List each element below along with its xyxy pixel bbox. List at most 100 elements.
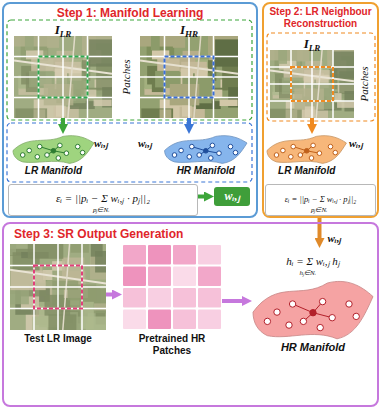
image-subscript: HR [185,29,198,39]
illustration-part: εᵢ = ||pᵢ − Σ wᵢ,ⱼ · pⱼ||₂pⱼ∈Nᵢ [269,188,372,215]
illustration-part [37,144,42,149]
illustration-part [148,310,171,330]
image-symbol: I [180,22,185,37]
illustration-part [291,67,333,101]
illustration-part [317,324,323,330]
illustration-part [123,245,146,265]
weight-label: wᵢ,ⱼ [94,137,108,150]
flow-arrow [187,118,191,126]
weight-label: wᵢ,ⱼ [138,137,152,150]
illustration-part [298,153,303,158]
formula-box: εᵢ = ||pᵢ − Σ wᵢ,ⱼ · pⱼ||₂pⱼ∈Nᵢ [265,184,376,216]
manifold-figure [252,278,374,340]
illustration-part [160,109,172,118]
illustration-part [123,267,146,287]
illustration-part [20,153,25,158]
step-panel: Step 3: SR Output GenerationTest LR Imag… [2,222,379,407]
image-caption: Test LR Image [10,330,106,345]
aerial-image [10,244,106,330]
illustration-part [198,245,221,265]
illustration-part [27,148,32,153]
illustration-part [270,83,354,85]
image-panel: ILR [270,36,354,118]
illustration-part: εᵢ = ||pᵢ − Σ wᵢ,ⱼ · pⱼ||₂pⱼ∈Nᵢ [56,188,150,206]
illustration-part [165,136,247,164]
illustration-part [123,288,146,308]
illustration-part [14,76,112,78]
illustration-part [173,245,196,265]
step-panel: Step 1: Manifold LearningILRIHRLR Manifo… [2,2,258,218]
dashed-frame [267,33,375,121]
dashed-frame [7,20,252,120]
illustration-part [35,155,40,160]
weight-box: wᵢ,ⱼ [214,187,250,206]
illustration-part [289,301,295,307]
illustration-part [233,150,238,155]
flow-arrow [198,195,206,199]
illustration-part [173,310,196,330]
step-title: Step 1: Manifold Learning [4,4,256,22]
illustration-part [173,267,196,287]
illustration-part: ILR [270,36,354,50]
illustration-part [148,288,171,308]
flow-arrow [61,118,65,126]
illustration-part [270,50,354,118]
illustration-part [353,313,359,319]
aerial-image [140,36,238,118]
step-title: Step 2: LR Neighbour Reconstruction [264,4,377,32]
illustration-part [179,148,184,153]
illustration-part [332,50,334,118]
weight-symbol: wᵢ,ⱼ [217,189,247,204]
illustration-part [152,50,169,59]
illustration-part [204,149,209,154]
illustration-part [309,156,314,161]
image-symbol: I [55,22,60,37]
illustration-part [140,76,238,78]
image-panel: IHR [140,22,238,118]
illustration-part [274,309,280,315]
illustration-part [173,288,196,308]
aerial-image [270,50,354,118]
image-panel: ILR [14,22,112,118]
illustration-part [13,136,94,164]
patch-grid-image [122,244,222,330]
illustration-part [56,156,61,161]
formula-subscript: pⱼ∈Nᵢ [311,206,327,214]
formula-subscript: pⱼ∈Nᵢ [93,206,109,214]
illustration-part [304,149,309,154]
illustration-part [148,245,171,265]
formula-subscript: hⱼ∈Nᵢ [300,269,316,277]
edge-label: wᵢ,ⱼ [326,232,344,245]
illustration-part [173,36,185,48]
illustration-part [328,144,333,149]
illustration-part [198,267,221,287]
illustration-part [215,39,238,66]
flow-arrow [318,216,322,240]
manifold-label: HR Manifold [252,340,374,354]
patch-grid: Pretrained HR Patches [122,244,222,357]
illustration-part [10,244,106,330]
manifold-shape: hᵢ = Σ wᵢ,ⱼ hⱼhⱼ∈Nᵢ HR Manifold [252,248,374,354]
illustration-part [64,151,69,156]
flow-arrow [310,118,314,126]
illustration-part [198,310,221,330]
illustration-part [45,153,50,158]
illustration-part [151,36,160,50]
formula-box: εᵢ = ||pᵢ − Σ wᵢ,ⱼ · pⱼ||₂pⱼ∈Nᵢ [8,184,198,216]
illustration-part: hᵢ = Σ wᵢ,ⱼ hⱼhⱼ∈Nᵢ [286,251,340,269]
illustration-part: εᵢ = ||pᵢ − Σ wᵢ,ⱼ · pⱼ||₂pⱼ∈Nᵢ [12,188,194,215]
illustration-part [75,144,80,149]
illustration-part [165,57,214,98]
illustration-part [281,148,286,153]
patches-label: Patches [358,67,371,102]
illustration-part [10,244,106,330]
manifold-label: HR Manifold [164,164,248,177]
illustration-part [80,150,85,155]
illustration-part [319,298,325,304]
weight-label: wᵢ,ⱼ [349,137,363,150]
illustration-part [182,106,192,117]
illustration-part [274,153,279,158]
illustration-part: εᵢ = ||pᵢ − Σ wᵢ,ⱼ · pⱼ||₂pⱼ∈Nᵢ [285,188,357,206]
illustration-part [267,136,346,164]
illustration-part [172,153,177,158]
